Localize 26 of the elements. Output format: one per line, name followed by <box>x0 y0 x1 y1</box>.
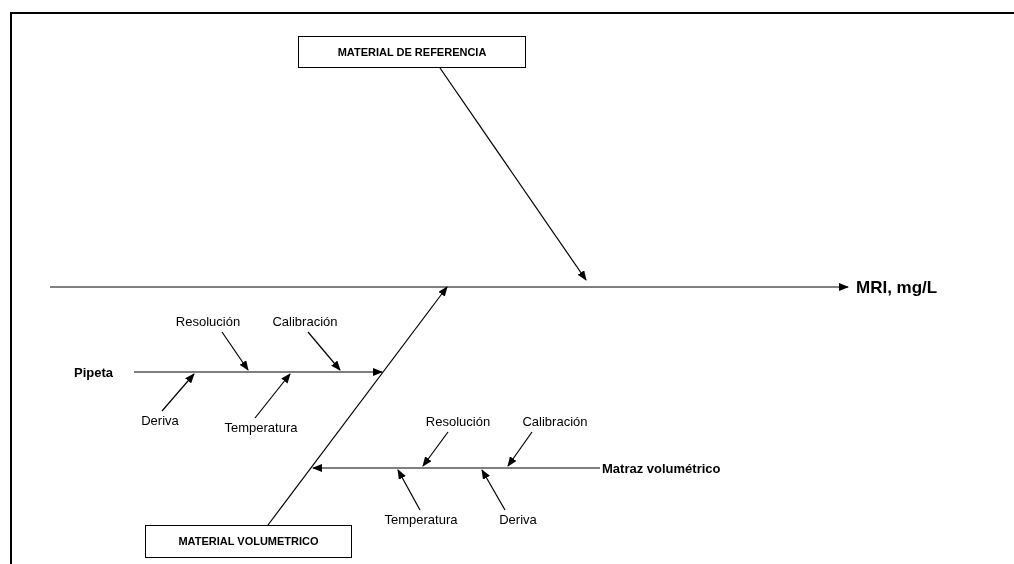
sub-cause-label: Temperatura <box>212 419 310 437</box>
arrow <box>254 373 291 419</box>
arrow <box>49 283 849 291</box>
category-box: MATERIAL VOLUMETRICO <box>145 525 352 558</box>
arrow <box>312 464 601 472</box>
sub-cause-label: Resolución <box>166 313 250 331</box>
cause-label: Pipeta <box>74 363 132 383</box>
sub-cause-label: Resolución <box>416 413 500 431</box>
effect-label: MRI, mg/L <box>856 275 986 301</box>
arrow <box>507 431 533 467</box>
arrow <box>307 331 341 371</box>
sub-cause-label: Calibración <box>514 413 596 431</box>
cause-label: Matraz volumétrico <box>602 459 764 479</box>
arrow <box>221 331 249 371</box>
sub-cause-label: Deriva <box>134 412 186 430</box>
arrow <box>422 431 449 467</box>
sub-cause-label: Deriva <box>490 511 546 529</box>
arrow <box>267 286 448 526</box>
sub-cause-label: Temperatura <box>372 511 470 529</box>
arrow <box>439 67 587 281</box>
arrow <box>133 368 383 376</box>
arrow <box>397 469 421 511</box>
arrow <box>481 469 506 511</box>
arrow <box>161 373 195 412</box>
sub-cause-label: Calibración <box>264 313 346 331</box>
category-box: MATERIAL DE REFERENCIA <box>298 36 526 68</box>
